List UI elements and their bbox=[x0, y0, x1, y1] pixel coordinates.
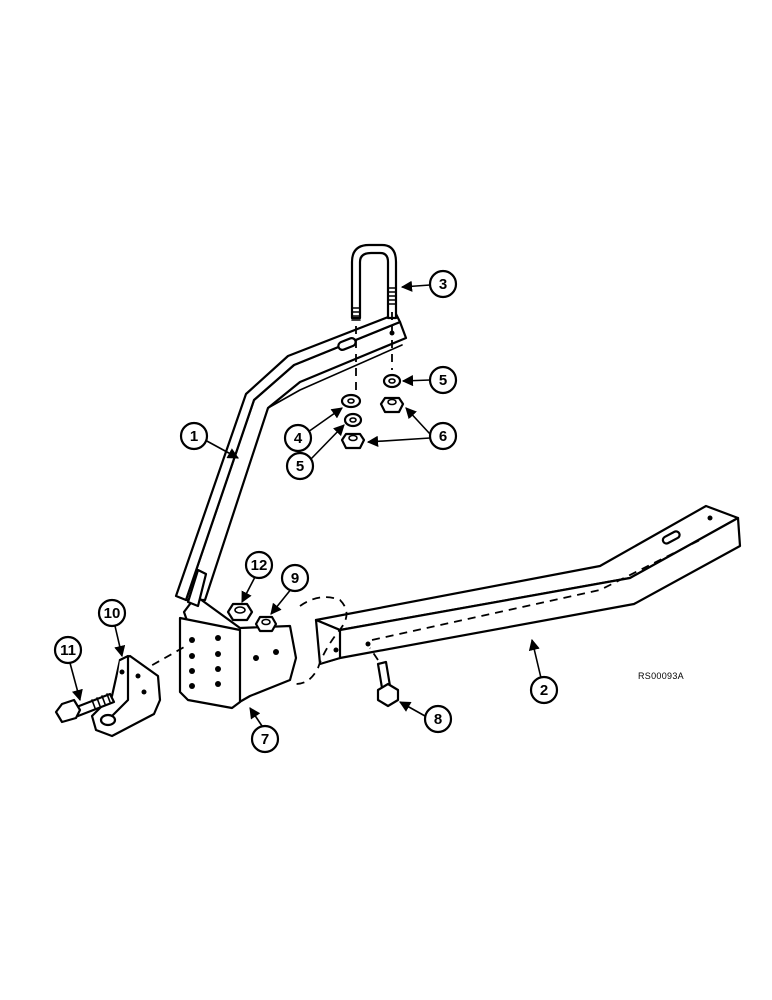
hitch-plate-part-10 bbox=[90, 654, 162, 738]
callout-4: 4 bbox=[283, 407, 343, 453]
callout-8-label: 8 bbox=[434, 711, 442, 728]
callout-2: 2 bbox=[528, 638, 559, 705]
bolt-part-11 bbox=[54, 692, 116, 724]
flat-washer-part-4 bbox=[340, 393, 362, 409]
callout-11-label: 11 bbox=[60, 642, 76, 659]
callout-7-label: 7 bbox=[261, 731, 269, 748]
callout-1: 1 bbox=[179, 421, 239, 459]
callout-3: 3 bbox=[400, 269, 458, 299]
callout-5a-label: 5 bbox=[439, 372, 447, 389]
callout-5b-label: 5 bbox=[296, 458, 304, 475]
callout-9-label: 9 bbox=[291, 570, 299, 587]
bolt-part-8 bbox=[369, 647, 400, 708]
callout-2-label: 2 bbox=[540, 682, 548, 699]
lock-washer-part-5-right bbox=[382, 373, 402, 389]
callout-3-label: 3 bbox=[439, 276, 447, 293]
callout-11: 11 bbox=[53, 635, 83, 702]
callout-5a: 5 bbox=[401, 365, 458, 395]
callout-10: 10 bbox=[97, 598, 127, 658]
clevis-bracket-part-7 bbox=[178, 568, 298, 710]
callout-6: 6 bbox=[366, 407, 458, 451]
u-bolt-part-3 bbox=[350, 243, 398, 395]
nut-part-9 bbox=[254, 615, 278, 633]
callout-5b: 5 bbox=[285, 424, 345, 481]
callout-7: 7 bbox=[249, 707, 280, 754]
lock-washer-part-5 bbox=[343, 412, 363, 428]
callout-1-label: 1 bbox=[190, 428, 198, 445]
lower-arm-part-2 bbox=[314, 504, 742, 666]
drawing-reference-code: RS00093A bbox=[638, 671, 684, 681]
callout-9: 9 bbox=[270, 563, 310, 615]
callout-10-label: 10 bbox=[104, 605, 121, 622]
callout-12: 12 bbox=[241, 550, 274, 603]
washers-and-nuts bbox=[340, 373, 405, 450]
callout-6-label: 6 bbox=[439, 428, 447, 445]
callout-4-label: 4 bbox=[294, 430, 303, 447]
nut-part-12 bbox=[226, 602, 254, 622]
callout-12-label: 12 bbox=[251, 557, 268, 574]
callout-8: 8 bbox=[399, 701, 453, 734]
